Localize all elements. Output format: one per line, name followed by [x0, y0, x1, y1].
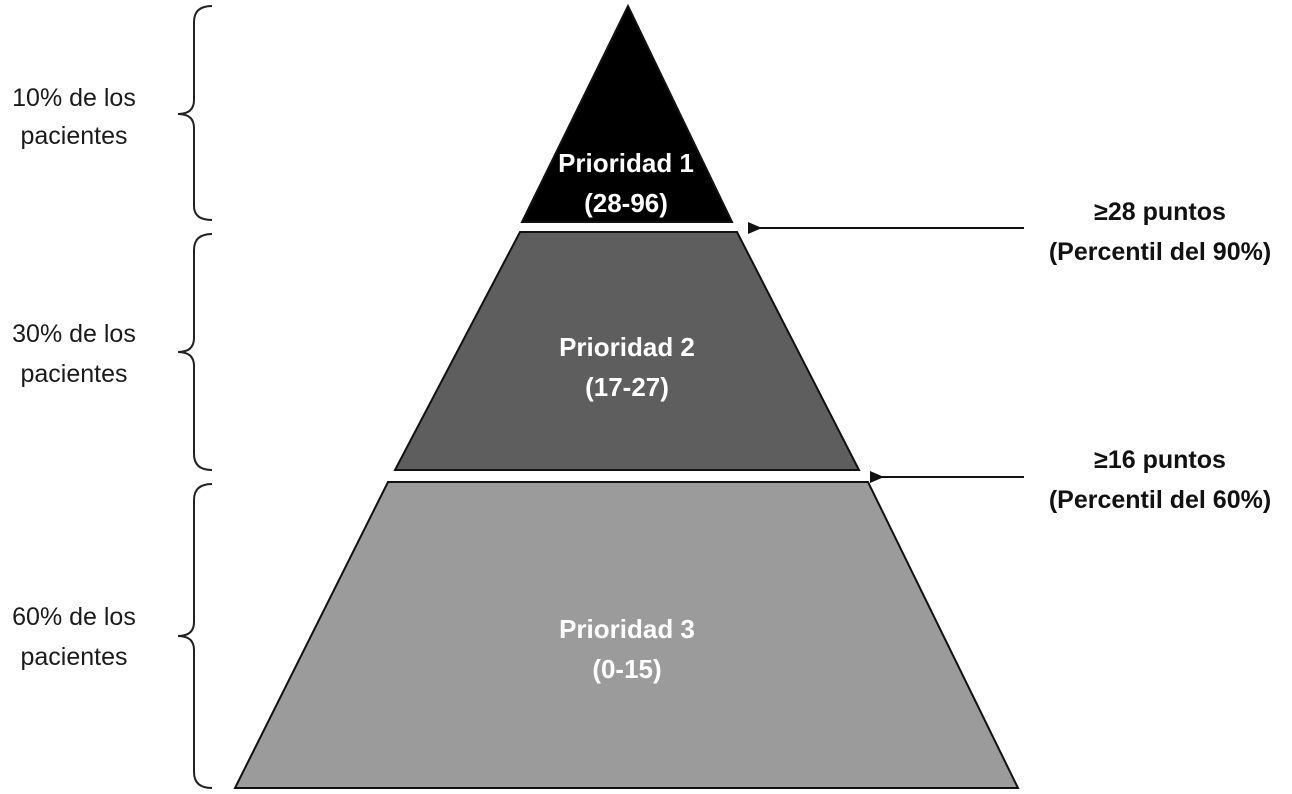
tier-3-shape — [233, 481, 1020, 789]
bracket-1-line1: 10% de los — [12, 84, 136, 112]
tier-2-range: (17-27) — [585, 372, 669, 402]
bracket-1-brace — [177, 5, 213, 221]
threshold-1-percentile: (Percentil del 90%) — [1049, 238, 1271, 266]
tier-2-shape — [393, 231, 861, 471]
bracket-2-line2: pacientes — [20, 360, 127, 388]
tier-1-shape — [520, 3, 734, 223]
bracket-3-brace — [177, 483, 213, 789]
bracket-2-brace — [177, 233, 213, 471]
tier-3-range: (0-15) — [592, 654, 661, 684]
bracket-2-line1: 30% de los — [12, 320, 136, 348]
tier-2-name: Prioridad 2 — [559, 332, 695, 362]
tier-1-range: (28-96) — [584, 188, 668, 218]
bracket-3-line1: 60% de los — [12, 603, 136, 631]
threshold-2-points: ≥16 puntos — [1094, 446, 1226, 474]
tier-1-name: Prioridad 1 — [558, 148, 694, 178]
bracket-3-line2: pacientes — [20, 643, 127, 671]
bracket-1-line2: pacientes — [20, 122, 127, 150]
threshold-2-percentile: (Percentil del 60%) — [1049, 486, 1271, 514]
tier-3-name: Prioridad 3 — [559, 614, 695, 644]
threshold-1-points: ≥28 puntos — [1094, 198, 1226, 226]
